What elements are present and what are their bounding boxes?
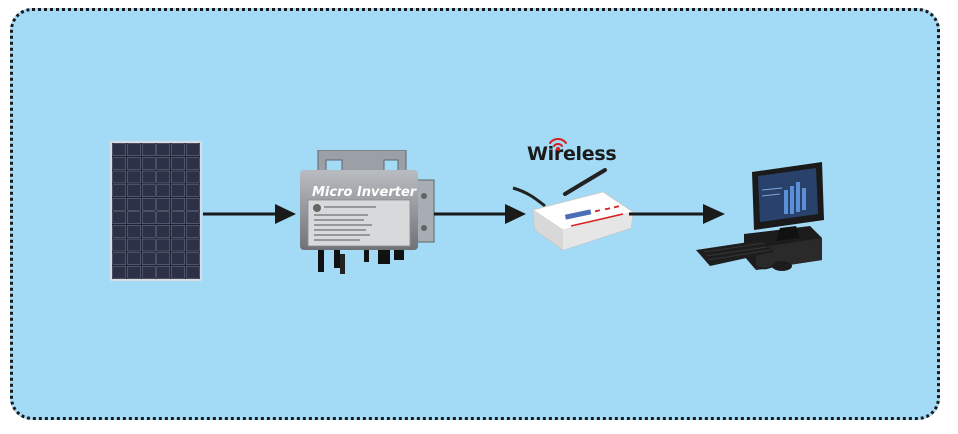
solar-cell (156, 238, 171, 252)
solar-cell (156, 170, 171, 184)
solar-cell (171, 225, 185, 238)
solar-cell (156, 252, 171, 265)
solar-cell (127, 238, 141, 252)
solar-cell (127, 184, 141, 197)
solar-cell (171, 143, 185, 156)
solar-cell (141, 238, 156, 252)
solar-cell (171, 238, 185, 252)
desktop-computer-icon (696, 162, 824, 271)
solar-cell (171, 211, 185, 225)
solar-cell (112, 252, 127, 265)
arrow-router-to-computer (629, 204, 725, 224)
solar-cell (185, 238, 200, 252)
solar-cell (127, 198, 141, 211)
solar-cell (112, 198, 127, 211)
solar-cell (127, 225, 141, 238)
arrow-solar-to-inverter (203, 204, 296, 224)
solar-cell (141, 198, 156, 211)
solar-cell (171, 157, 185, 170)
solar-cell (185, 252, 200, 265)
micro-inverter-label: Micro Inverter (312, 185, 418, 200)
solar-cell (112, 157, 127, 170)
solar-cell (156, 225, 171, 238)
solar-cell (185, 170, 200, 184)
solar-cell (185, 225, 200, 238)
solar-cell (112, 238, 127, 252)
solar-cell (141, 157, 156, 170)
solar-cell (185, 184, 200, 197)
solar-cell (141, 184, 156, 197)
solar-cell (156, 157, 171, 170)
solar-cell (171, 198, 185, 211)
solar-cell (141, 225, 156, 238)
solar-cell (112, 225, 127, 238)
solar-cell (127, 143, 141, 156)
solar-cell (141, 252, 156, 265)
wifi-signal-icon (549, 138, 567, 151)
solar-cell (141, 265, 156, 279)
solar-cell (127, 211, 141, 225)
solar-cell (141, 143, 156, 156)
solar-cell (156, 265, 171, 279)
wireless-label: Wireless (527, 143, 617, 165)
solar-cell (127, 170, 141, 184)
solar-cell (171, 184, 185, 197)
solar-cell (127, 157, 141, 170)
micro-inverter-icon: Micro Inverter (300, 150, 435, 274)
wireless-router-icon (512, 168, 634, 251)
solar-cell (185, 211, 200, 225)
solar-cell (185, 157, 200, 170)
solar-cell (171, 170, 185, 184)
solar-cell (141, 170, 156, 184)
solar-cell (112, 143, 127, 156)
solar-cell (156, 184, 171, 197)
solar-cell (112, 211, 127, 225)
solar-cell (141, 211, 156, 225)
solar-cell (127, 252, 141, 265)
solar-cell (112, 184, 127, 197)
solar-cell (171, 265, 185, 279)
solar-cell (156, 211, 171, 225)
solar-cell (127, 265, 141, 279)
solar-cell (112, 265, 127, 279)
solar-cell (185, 198, 200, 211)
solar-cell (185, 265, 200, 279)
solar-cell (156, 198, 171, 211)
solar-cell (171, 252, 185, 265)
solar-cell (156, 143, 171, 156)
solar-cell (112, 170, 127, 184)
arrow-inverter-to-router (434, 204, 526, 224)
solar-panel-icon (110, 141, 202, 281)
solar-cell (185, 143, 200, 156)
